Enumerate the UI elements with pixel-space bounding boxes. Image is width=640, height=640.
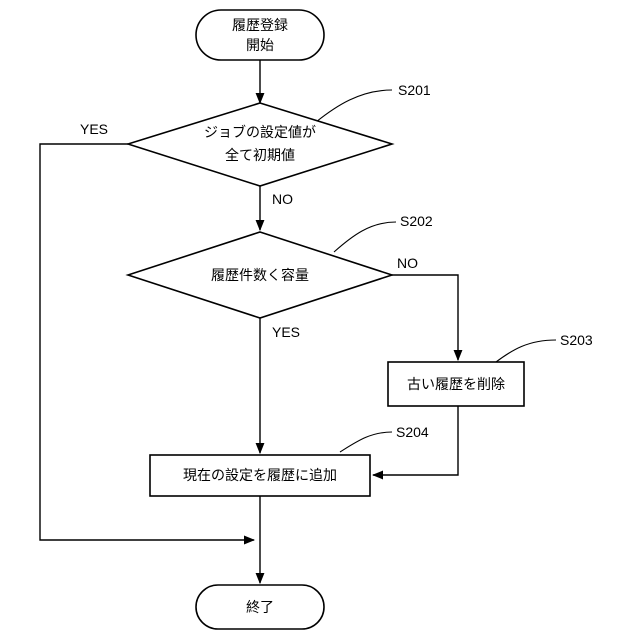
leader-s203 bbox=[496, 340, 556, 362]
step-label-s201: S201 bbox=[398, 82, 431, 98]
arrow-decision2-no-to-process1 bbox=[392, 275, 458, 360]
start-label-line1: 履歴登録 bbox=[232, 18, 288, 34]
process-s203: 古い履歴を削除 bbox=[388, 362, 524, 406]
decision-s202: 履歴件数く容量 bbox=[128, 232, 392, 318]
end-label: 終了 bbox=[246, 600, 274, 616]
process2-label: 現在の設定を履歴に追加 bbox=[183, 468, 337, 484]
arrow-process1-to-process2 bbox=[373, 406, 458, 475]
decision1-no-label: NO bbox=[272, 191, 293, 207]
decision1-yes-label: YES bbox=[80, 121, 108, 137]
decision2-no-label: NO bbox=[397, 255, 418, 271]
decision2-label: 履歴件数く容量 bbox=[211, 267, 309, 284]
decision-s201: ジョブの設定値が 全て初期値 bbox=[128, 103, 392, 186]
decision1-label-line2: 全て初期値 bbox=[225, 147, 295, 164]
decision2-yes-label: YES bbox=[272, 324, 300, 340]
start-label-line2: 開始 bbox=[246, 38, 274, 54]
process-s204: 現在の設定を履歴に追加 bbox=[150, 455, 370, 496]
decision1-label-line1: ジョブの設定値が bbox=[204, 124, 316, 141]
process1-label: 古い履歴を削除 bbox=[407, 377, 505, 393]
step-label-s204: S204 bbox=[396, 424, 429, 440]
leader-s201 bbox=[316, 90, 392, 122]
step-label-s202: S202 bbox=[400, 213, 433, 229]
step-label-s203: S203 bbox=[560, 332, 593, 348]
leader-s202 bbox=[334, 222, 396, 252]
start-terminal: 履歴登録 開始 bbox=[196, 10, 324, 60]
end-terminal: 終了 bbox=[196, 585, 324, 629]
leader-s204 bbox=[340, 432, 392, 452]
